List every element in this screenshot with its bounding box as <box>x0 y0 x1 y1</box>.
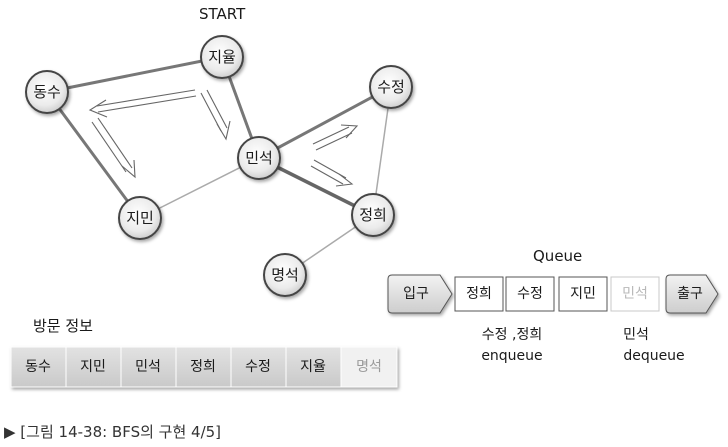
traversal-arrows <box>88 89 359 187</box>
queue-cell-3-label: 지민 <box>570 286 596 302</box>
queue-cell-1: 정희 <box>454 276 504 312</box>
visit-cell-3: 민석 <box>135 359 161 375</box>
visit-cell-7: 명석 <box>356 359 382 375</box>
enqueue-label: enqueue <box>481 348 542 364</box>
queue-cell-2: 수정 <box>505 276 555 312</box>
graph-nodes: 지율 동수 수정 민석 지민 정희 명석 <box>25 35 413 297</box>
queue-cell-3: 지민 <box>558 276 608 312</box>
arrow-to-dongsu <box>88 89 197 118</box>
dequeue-name: 민석 <box>623 327 649 343</box>
figure-caption: ▶ [그림 14-38: BFS의 구현 4/5] <box>4 423 221 441</box>
node-myeongseok-label: 명석 <box>271 266 299 284</box>
node-jeonghui-label: 정희 <box>359 206 387 224</box>
visit-info-title: 방문 정보 <box>33 317 93 335</box>
visit-cell-4: 정희 <box>190 359 216 375</box>
visit-info: 방문 정보 동수 지민 민석 정희 수정 지율 명석 <box>10 317 398 388</box>
edge-dongsu-jimin <box>45 91 142 219</box>
visit-cell-1: 동수 <box>25 359 51 375</box>
queue-cell-4: 민석 <box>610 276 660 312</box>
dequeue-label: dequeue <box>623 348 684 364</box>
queue-title: Queue <box>533 247 582 265</box>
node-dongsu-label: 동수 <box>33 83 61 101</box>
arrow-minseok-to-jeonghui <box>310 159 354 187</box>
queue-cell-1-label: 정희 <box>466 286 492 302</box>
queue-exit: 출구 <box>665 274 719 314</box>
node-sujeong: 수정 <box>369 65 413 109</box>
node-jiyul: 지율 <box>200 35 244 79</box>
queue-cell-4-label: 민석 <box>622 286 648 302</box>
arrow-jiyul-to-minseok <box>200 89 231 141</box>
node-minseok: 민석 <box>237 136 281 180</box>
arrow-dongsu-to-jimin <box>91 117 136 179</box>
node-jimin: 지민 <box>118 196 162 240</box>
visit-cell-2: 지민 <box>80 359 106 375</box>
visit-cell-5: 수정 <box>245 359 271 375</box>
queue-cell-2-label: 수정 <box>517 286 543 302</box>
node-minseok-label: 민석 <box>245 149 273 167</box>
edge-minseok-sujeong <box>258 85 392 160</box>
edge-minseok-jimin <box>139 157 260 219</box>
queue-entrance: 입구 <box>387 274 453 314</box>
visit-cell-6: 지율 <box>300 359 326 375</box>
arrow-minseok-to-sujeong <box>312 124 359 151</box>
node-myeongseok: 명석 <box>263 253 307 297</box>
visit-info-row <box>10 346 398 388</box>
queue: Queue 입구 정희 수정 지민 민석 출구 수정 ,정희 enqueue 민… <box>387 247 719 364</box>
queue-exit-label: 출구 <box>677 286 703 302</box>
graph-edges <box>45 55 392 276</box>
start-label: START <box>199 5 246 23</box>
node-sujeong-label: 수정 <box>377 78 405 96</box>
node-dongsu: 동수 <box>25 70 69 114</box>
edge-jiyul-dongsu <box>46 55 223 94</box>
node-jeonghui: 정희 <box>351 193 395 237</box>
node-jimin-label: 지민 <box>126 209 154 227</box>
queue-entrance-label: 입구 <box>403 286 429 302</box>
enqueue-names: 수정 ,정희 <box>482 327 542 343</box>
node-jiyul-label: 지율 <box>208 48 236 66</box>
